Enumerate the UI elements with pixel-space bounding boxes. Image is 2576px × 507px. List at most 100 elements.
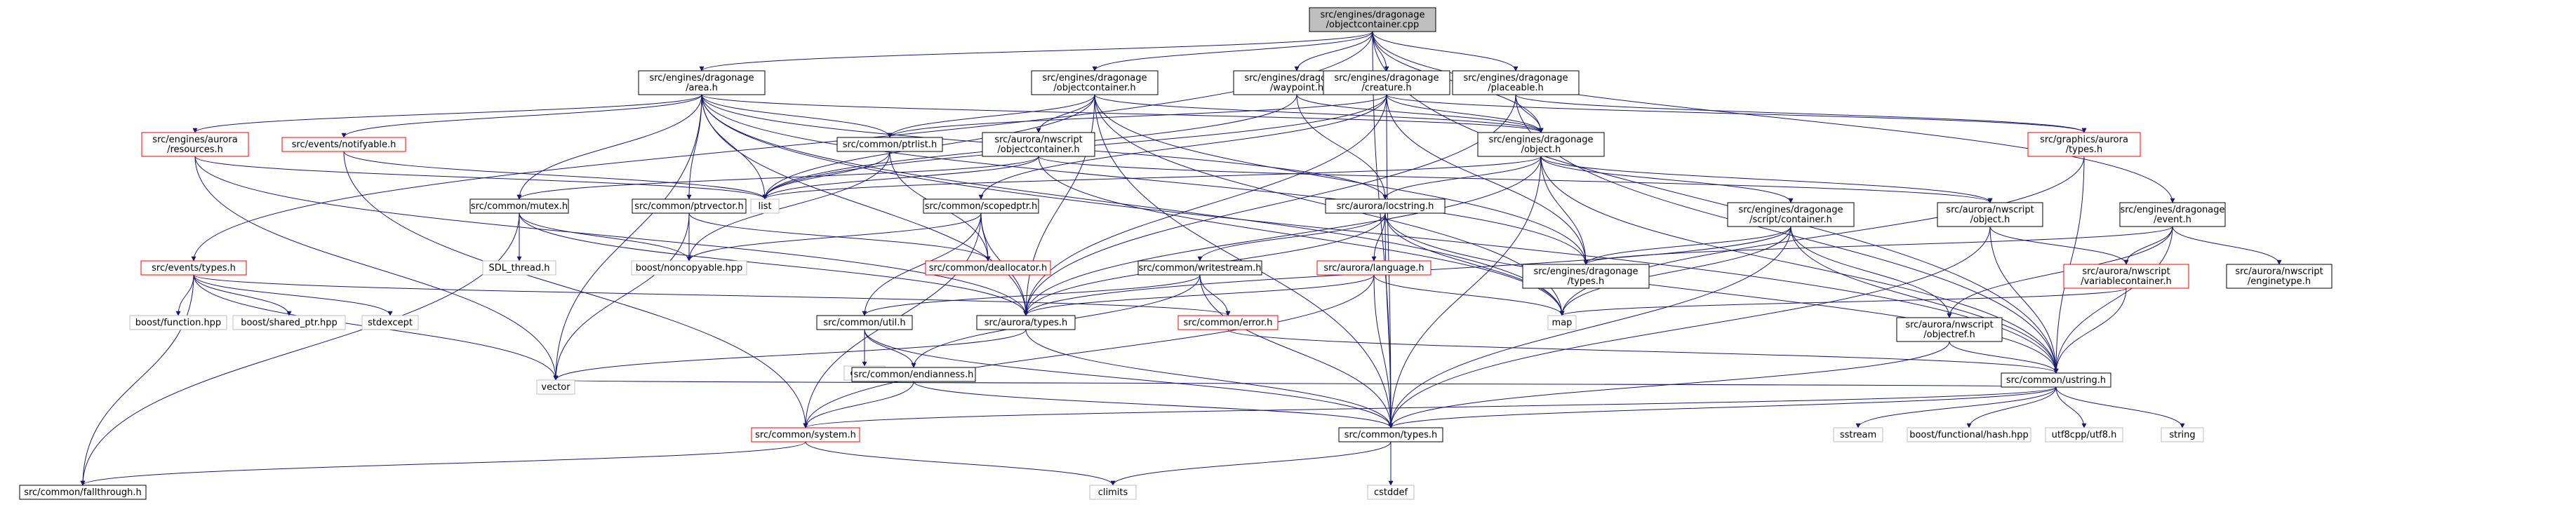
dependency-edge (1966, 386, 2057, 428)
graph-node: boost/noncopyable.hpp (631, 260, 747, 276)
dependency-edge (1540, 156, 2059, 374)
dependency-edge (1025, 329, 1394, 428)
graph-node[interactable]: src/engines/dragonage/objectcontainer.h (1031, 70, 1159, 95)
node-box (751, 427, 860, 442)
graph-node[interactable]: src/graphics/aurora/types.h (2027, 132, 2141, 157)
node-box (1727, 202, 1855, 227)
node-box (141, 132, 249, 157)
graph-node[interactable]: src/common/writestream.h (1137, 260, 1262, 276)
dependency-edge (516, 156, 1039, 200)
node-label: /objectcontainer.h (997, 144, 1079, 155)
graph-node[interactable]: src/aurora/language.h (1316, 260, 1432, 276)
node-label: src/aurora/language.h (1323, 263, 1424, 273)
dependency-edge (701, 94, 1544, 133)
dependency-edge (686, 151, 890, 262)
graph-node[interactable]: src/common/scopedptr.h (923, 198, 1039, 214)
graph-node[interactable]: src/common/ptrvector.h (632, 198, 747, 214)
node-label: /objectcontainer.cpp (1326, 20, 1420, 30)
dependency-edge (1515, 94, 1544, 133)
dependency-edge (1583, 226, 2173, 265)
node-label: /placeable.h (1488, 83, 1544, 93)
dependency-edge (803, 274, 1375, 428)
graph-node[interactable]: src/common/types.h (1338, 427, 1443, 442)
graph-node[interactable]: src/engines/dragonage/objectcontainer.cp… (1309, 7, 1436, 32)
graph-node[interactable]: src/common/endianness.h (851, 367, 976, 382)
dependency-edge (80, 212, 520, 486)
node-label: boost/function.hpp (135, 318, 221, 328)
graph-node[interactable]: src/events/types.h (140, 260, 247, 276)
graph-node[interactable]: src/engines/dragonage/object.h (1477, 132, 1605, 157)
dependency-edge (519, 212, 1029, 316)
graph-node[interactable]: src/common/fallthrough.h (19, 485, 147, 500)
node-box (1031, 70, 1159, 95)
dependency-edge (192, 94, 702, 133)
graph-node[interactable]: src/aurora/locstring.h (1325, 198, 1446, 214)
graph-node: cstddef (1367, 485, 1415, 500)
dependency-edge (2172, 226, 2282, 265)
graph-node[interactable]: src/events/notifyable.h (281, 137, 406, 152)
graph-node[interactable]: src/engines/dragonage/event.h (2119, 202, 2226, 227)
graph-node[interactable]: src/aurora/types.h (976, 315, 1076, 330)
dependency-edge (1949, 341, 2059, 374)
dependency-edge (1094, 94, 1544, 133)
dependency-edge (887, 94, 1095, 138)
graph-node[interactable]: src/aurora/nwscript/objectref.h (1896, 317, 2003, 342)
graph-node[interactable]: src/engines/dragonage/script/container.h (1727, 202, 1855, 227)
graph-node[interactable]: src/common/ustring.h (2001, 372, 2111, 388)
node-label: SDL_thread.h (489, 263, 550, 273)
node-label: climits (1098, 487, 1128, 498)
dependency-edge (343, 151, 768, 200)
graph-node: boost/functional/hash.hpp (1907, 427, 2031, 442)
graph-node[interactable]: src/common/deallocator.h (925, 260, 1051, 276)
node-box (851, 367, 976, 382)
node-label: src/common/types.h (1344, 430, 1438, 440)
graph-node[interactable]: src/common/error.h (1177, 315, 1279, 330)
dependency-edge (978, 94, 1387, 200)
node-label: src/common/fallthrough.h (24, 487, 142, 498)
graph-node[interactable]: src/engines/dragonage/types.h (1522, 264, 1650, 289)
dependency-edge (1559, 288, 2127, 316)
dependency-edge (1199, 274, 1231, 316)
graph-node[interactable]: src/engines/aurora/resources.h (141, 132, 249, 157)
graph-node[interactable]: src/aurora/nwscript/object.h (1937, 202, 2043, 227)
graph-node: climits (1089, 485, 1137, 500)
graph-node[interactable]: src/engines/dragonage/creature.h (1323, 70, 1450, 95)
node-box (1452, 70, 1580, 95)
dependency-edge (862, 212, 982, 316)
graph-node[interactable]: src/common/util.h (816, 315, 913, 330)
node-label: src/aurora/nwscript (2082, 266, 2170, 277)
graph-node[interactable]: src/engines/dragonage/area.h (638, 70, 766, 95)
dependency-edge (1947, 226, 2173, 318)
node-label: /variablecontainer.h (2081, 276, 2172, 287)
node-box (1309, 7, 1436, 32)
dependency-edge (2053, 288, 2127, 374)
dependency-edge (803, 386, 2057, 428)
node-label: src/aurora/locstring.h (1337, 201, 1434, 212)
graph-node[interactable]: src/engines/dragonage/placeable.h (1452, 70, 1580, 95)
graph-node[interactable]: src/common/mutex.h (469, 198, 569, 214)
graph-node[interactable]: src/common/ptrlist.h (836, 137, 943, 152)
node-label: /creature.h (1361, 83, 1411, 93)
node-box (1896, 317, 2003, 342)
graph-node[interactable]: src/aurora/nwscript/objectcontainer.h (982, 132, 1095, 157)
graph-node[interactable]: src/common/system.h (751, 427, 860, 442)
graph-node: vector (536, 379, 575, 395)
graph-node[interactable]: src/aurora/nwscript/enginetype.h (2226, 264, 2333, 289)
graph-node[interactable]: src/aurora/nwscript/variablecontainer.h (2063, 264, 2189, 289)
node-label: src/engines/dragonage (1320, 10, 1424, 20)
dependency-edge (803, 381, 914, 428)
dependency-edge (194, 156, 559, 381)
node-box (1325, 198, 1446, 214)
dependency-edge (701, 94, 1565, 316)
node-box (1089, 485, 1137, 500)
node-box (1547, 315, 1577, 330)
dependency-edge (1540, 156, 1993, 203)
dependency-edge (805, 441, 1116, 486)
node-box (361, 315, 419, 330)
node-box (1338, 427, 1443, 442)
dependency-edge (553, 329, 1027, 381)
node-box (2027, 132, 2141, 157)
node-label: /objectcontainer.h (1053, 83, 1135, 93)
node-box (976, 315, 1076, 330)
graph-node: stdexcept (361, 315, 419, 330)
